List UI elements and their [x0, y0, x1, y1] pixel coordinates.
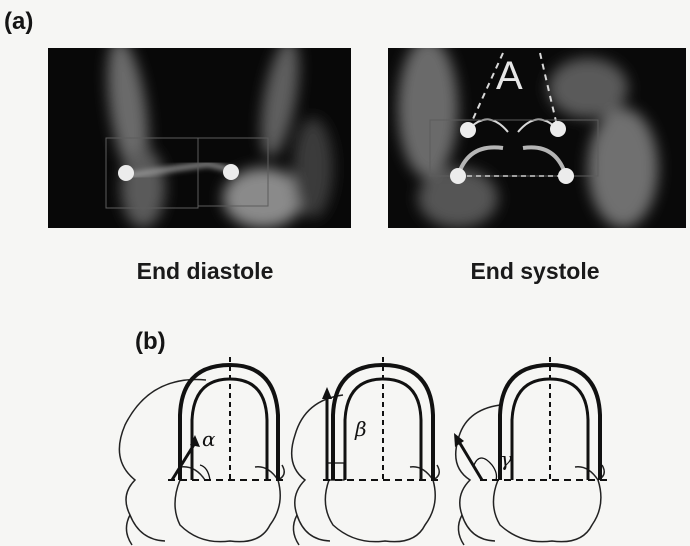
- end-diastole-ultrasound: [48, 48, 351, 228]
- panel-b-label: (b): [135, 328, 166, 356]
- heart-diagram-alpha: α: [110, 355, 290, 546]
- end-systole-ultrasound: A: [388, 48, 686, 228]
- end-diastole-caption: End diastole: [60, 258, 350, 285]
- end-systole-caption: End systole: [390, 258, 680, 285]
- angle-alpha: α: [202, 427, 216, 451]
- annotation-a: A: [496, 54, 523, 99]
- heart-diagram-beta: β: [275, 355, 455, 546]
- angle-beta: β: [355, 417, 367, 441]
- panel-a-label: (a): [4, 8, 33, 36]
- heart-diagram-gamma: γ: [440, 355, 630, 546]
- angle-gamma: γ: [500, 447, 512, 471]
